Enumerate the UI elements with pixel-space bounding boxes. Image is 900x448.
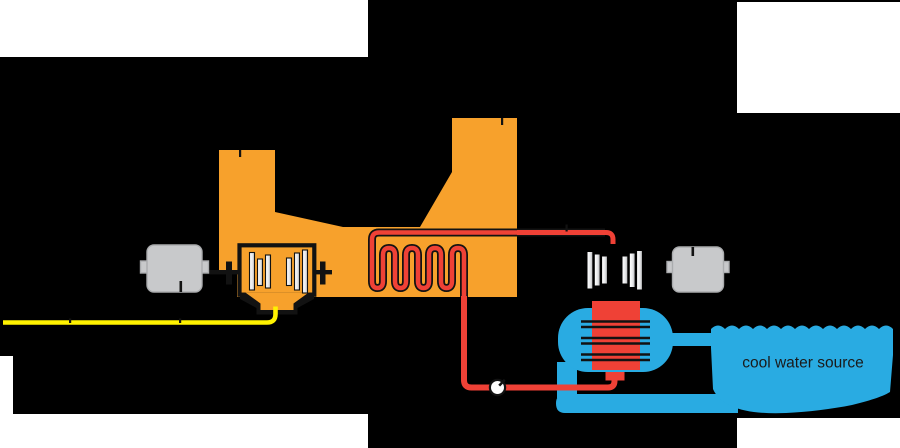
fuel-line-tick-2 [179, 318, 182, 323]
cool-water-source-label: cool water source [742, 355, 863, 372]
gas-turbine-internals [200, 249, 332, 294]
generator-right-notch [691, 247, 695, 256]
cool-water-source: cool water source [711, 325, 893, 414]
fuel-line [3, 306, 278, 325]
condenser-steam-chest [592, 301, 640, 370]
steam-coil-tube [369, 230, 605, 297]
right-stack-tick [501, 118, 504, 125]
cooling-return-pipe [556, 394, 738, 413]
left-stack-tick [239, 150, 242, 157]
generator-right [666, 246, 730, 293]
white-area-top-left [0, 0, 368, 57]
generator-left-body [146, 244, 203, 293]
pump-handle [498, 378, 506, 387]
white-area-top-right [737, 2, 900, 113]
cool-water-body [711, 325, 893, 414]
coupling-right [320, 261, 326, 285]
white-area-bottom-right [737, 418, 900, 448]
steam-turbine-blades [587, 251, 642, 290]
gas-turbine-blades [248, 249, 309, 294]
condensate-pipe [461, 296, 618, 391]
steam-pipe-tick [565, 224, 568, 232]
condenser [558, 301, 714, 372]
generator-left-notch [179, 281, 183, 292]
white-column-bottom-left [0, 356, 13, 416]
steam-coil [368, 224, 616, 297]
white-area-bottom-left [0, 414, 368, 448]
fuel-line-tick-1 [69, 318, 72, 323]
shaft-left [200, 270, 240, 275]
condenser-tubes [581, 320, 650, 362]
condenser-intake-pipe [664, 333, 714, 346]
coupling-left [226, 261, 232, 285]
steam-pipe-to-turbine [517, 230, 616, 244]
fuel-pipe [3, 306, 278, 325]
generator-right-body [671, 246, 725, 293]
generator-left [139, 244, 210, 293]
gas-turbine-funnel-interior [245, 292, 309, 310]
